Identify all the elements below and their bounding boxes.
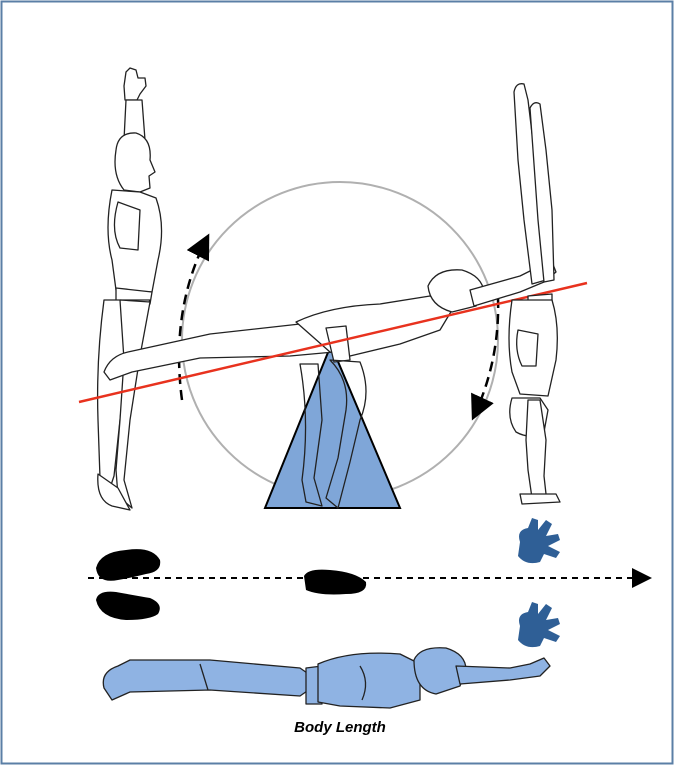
standing-figure-arms-up (98, 68, 162, 510)
fulcrum-triangle (265, 345, 400, 508)
footprint-icon (96, 549, 160, 581)
footprint-icon (304, 570, 366, 595)
footprint-icon (96, 592, 160, 620)
handprint-icon (518, 518, 560, 563)
handstand-figure (509, 84, 560, 504)
handprint-icon (518, 602, 560, 647)
caption-body-length: Body Length (240, 719, 440, 736)
lying-figure-body-length (103, 648, 550, 708)
